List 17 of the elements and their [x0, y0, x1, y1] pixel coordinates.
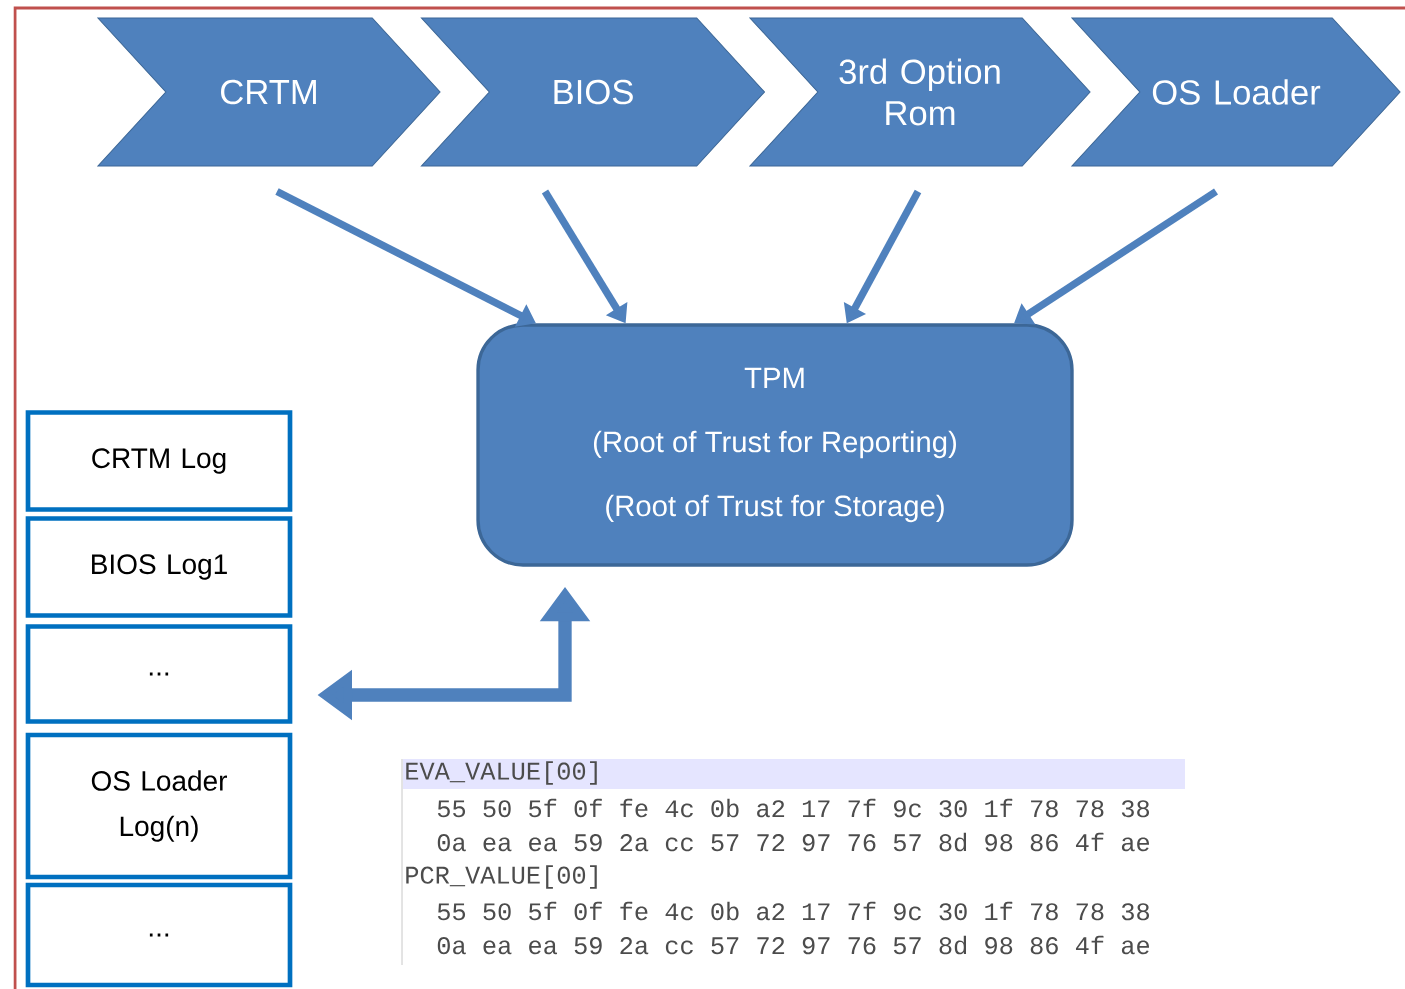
log-box: BIOS Log1	[25, 516, 293, 618]
log-box: ...	[25, 882, 293, 988]
arrow	[1014, 188, 1219, 325]
log-box: OS Loader Log(n)	[25, 732, 293, 880]
hex-dump-line: PCR_VALUE[00]	[406, 865, 597, 889]
hex-dump-line: 0a ea ea 59 2a cc 57 72 97 76 57 8d 98 86 4f ae	[437, 935, 1150, 955]
hex-dump-line: 55 50 5f 0f fe 4c 0b a2 17 7f 9c 30 1f 78 78 38	[437, 901, 1150, 921]
chevron-step: OS Loader	[1070, 17, 1401, 167]
hex-dump-line: 0a ea ea 59 2a cc 57 72 97 76 57 8d 98 86 4f ae	[437, 832, 1150, 852]
log-box: ...	[25, 624, 293, 724]
rounded-box: TPM (Root of Trust for Reporting) (Root of Trust for Storage)	[476, 323, 1074, 567]
hex-dump-line: 55 50 5f 0f fe 4c 0b a2 17 7f 9c 30 1f 78 78 38	[437, 798, 1150, 818]
chevron-step: CRTM	[96, 17, 441, 167]
chevron-step: 3rd Option Rom	[748, 17, 1091, 167]
hex-dump-line: EVA_VALUE[00]	[406, 761, 597, 785]
chevron-step: BIOS	[420, 17, 766, 167]
log-box: CRTM Log	[25, 410, 293, 512]
